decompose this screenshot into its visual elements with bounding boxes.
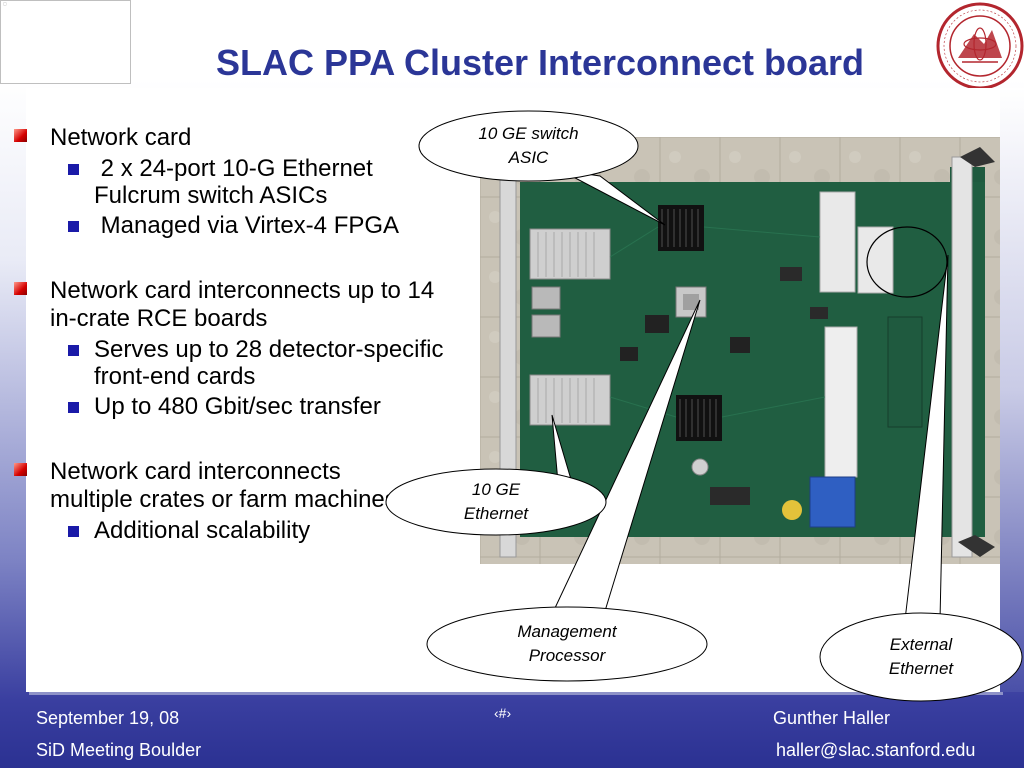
- sub-bullet: 2 x 24-port 10-G Ethernet Fulcrum switch…: [10, 155, 450, 209]
- sub-bullet: Up to 480 Gbit/sec transfer: [10, 393, 450, 420]
- bullet-text: Network card: [50, 124, 192, 151]
- callout-ellipse: [385, 468, 607, 536]
- bullet-list: Network card 2 x 24-port 10-G Ethernet F…: [10, 124, 450, 544]
- footer-meeting: SiD Meeting Boulder: [36, 740, 202, 760]
- callout-line: External: [889, 635, 953, 654]
- callout-label: 10 GE switch ASIC: [478, 122, 578, 170]
- callout-line: ASIC: [508, 148, 549, 167]
- callout-line: Ethernet: [463, 504, 529, 523]
- callout-line: 10 GE: [471, 480, 521, 499]
- callout-line: 10 GE switch: [478, 124, 579, 143]
- placeholder-caption: ▢: [3, 1, 7, 6]
- footer-date: September 19, 08: [36, 708, 180, 728]
- sub-bullet-marker: [68, 345, 79, 356]
- callout-management-processor: Management Processor: [426, 606, 708, 682]
- header-image-placeholder: ▢: [0, 0, 131, 84]
- callout-line: Management: [517, 622, 617, 641]
- sub-bullet-marker: [68, 221, 79, 232]
- callout-label: 10 GE Ethernet: [464, 478, 528, 526]
- footer-email: haller@slac.stanford.edu: [776, 740, 976, 760]
- sub-bullet-marker: [68, 164, 79, 175]
- right-edge-gradient: [1000, 88, 1024, 692]
- callout-label: External Ethernet: [889, 633, 953, 681]
- slide-title: SLAC PPA Cluster Interconnect board: [215, 42, 865, 83]
- callout-ellipse: [426, 606, 708, 682]
- bullet-network-card: Network card: [10, 124, 450, 152]
- sub-bullet-text: Serves up to 28 detector-specific front-…: [94, 336, 444, 390]
- callout-external-ethernet: External Ethernet: [819, 612, 1023, 702]
- sub-bullet: Additional scalability: [10, 517, 450, 544]
- footer-author: Gunther Haller: [773, 708, 891, 728]
- bullet-interconnects-rce: Network card interconnects up to 14 in-c…: [10, 277, 450, 333]
- callout-line: Processor: [528, 646, 606, 665]
- sub-bullet-marker: [68, 402, 79, 413]
- sub-bullet-text: Managed via Virtex-4 FPGA: [94, 212, 400, 239]
- callout-label: Management Processor: [517, 620, 616, 668]
- bullet-marker: [14, 129, 27, 142]
- sub-bullet-text: 2 x 24-port 10-G Ethernet Fulcrum switch…: [94, 155, 380, 209]
- footer-page-number: ‹#›: [494, 705, 512, 721]
- callout-line: Ethernet: [888, 659, 954, 678]
- bullet-text: Network card interconnects multiple crat…: [50, 458, 397, 513]
- bullet-marker: [14, 282, 27, 295]
- callout-ellipse: [819, 612, 1023, 702]
- sub-bullet-text: Up to 480 Gbit/sec transfer: [94, 393, 381, 420]
- sub-bullet: Managed via Virtex-4 FPGA: [10, 212, 450, 239]
- sub-bullet: Serves up to 28 detector-specific front-…: [10, 336, 450, 390]
- sub-bullet-text: Additional scalability: [94, 517, 311, 544]
- bullet-text: Network card interconnects up to 14 in-c…: [50, 277, 435, 332]
- bullet-interconnects-crates: Network card interconnects multiple crat…: [10, 458, 410, 514]
- sub-bullet-marker: [68, 526, 79, 537]
- callout-10ge-switch-asic: 10 GE switch ASIC: [418, 110, 639, 182]
- callout-ellipse: [418, 110, 639, 182]
- bullet-marker: [14, 463, 27, 476]
- callout-10ge-ethernet: 10 GE Ethernet: [385, 468, 607, 536]
- slac-seal-logo: [936, 2, 1024, 90]
